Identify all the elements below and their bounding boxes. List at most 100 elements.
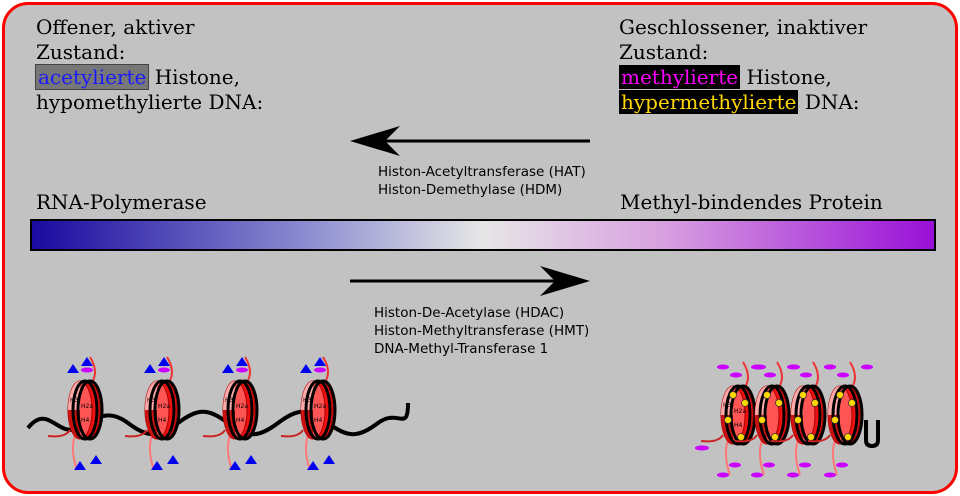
histone-tail: [148, 434, 155, 471]
acetyl-triangle-icon: [229, 461, 241, 470]
methyl-binding-protein-label: Methyl-bindendes Protein: [620, 190, 883, 214]
closed-state-label: Geschlossener, inaktiver Zustand: methyl…: [619, 15, 867, 115]
dna-methyl-dot-icon: [831, 416, 839, 424]
histone-label-h2a: H2a: [236, 403, 248, 410]
dna-methyl-dot-icon: [794, 416, 802, 424]
histone-label-h4: H4: [734, 422, 743, 429]
histone-label-h4: H4: [81, 417, 90, 424]
dna-methyl-dot-icon: [771, 433, 779, 441]
dna-wrap: [226, 379, 254, 441]
histone-tail: [770, 434, 794, 443]
dna-methyl-dot-icon: [836, 391, 844, 399]
dna-wrap: [148, 379, 176, 441]
activation-enzymes: Histon-Acetyltransferase (HAT) Histon-De…: [378, 163, 586, 199]
acetyl-triangle-icon: [74, 461, 86, 470]
histone-text: Histone,: [740, 65, 832, 89]
dna-wrap: [76, 379, 104, 441]
repression-enzymes: Histon-De-Acetylase (HDAC) Histon-Methyl…: [374, 304, 589, 358]
acetyl-triangle-icon: [81, 357, 93, 366]
histone-label-h3: H3: [147, 397, 156, 404]
acetyl-triangle-icon: [236, 357, 248, 366]
histone-tail: [71, 434, 78, 471]
acetyl-triangle-icon: [158, 357, 170, 366]
acetylated-highlight: acetylierte: [34, 64, 150, 90]
methyl-mark-icon: [717, 364, 729, 370]
dna-wrap: [831, 384, 859, 446]
dna-methyl-dot-icon: [775, 399, 783, 407]
dna-wrap: [153, 379, 181, 441]
histone-label-h4: H4: [158, 417, 167, 424]
dna-methyl-dot-icon: [848, 399, 856, 407]
dna-wrap: [758, 384, 786, 446]
dna-methyl-dot-icon: [763, 391, 771, 399]
acetyl-triangle-icon: [151, 461, 163, 470]
methyl-mark-icon: [158, 367, 170, 373]
methyl-mark-icon: [729, 462, 741, 468]
histone-text: Histone,: [148, 65, 240, 89]
dna-methyl-dot-icon: [807, 433, 815, 441]
dna-wrap: [724, 384, 752, 446]
acetyl-triangle-icon: [90, 455, 102, 464]
dna-wrap: [836, 384, 864, 446]
methyl-mark-icon: [717, 472, 729, 478]
acetyl-triangle-icon: [307, 461, 319, 470]
gradient-bar: [30, 219, 936, 251]
acetyl-triangle-icon: [167, 455, 179, 464]
arrow-right-icon: [350, 266, 590, 296]
histone-label-h3: H3: [303, 397, 312, 404]
dna-wrap: [763, 384, 791, 446]
dna-wrap: [309, 379, 337, 441]
histone-label-h2a: H2a: [81, 403, 93, 410]
methyl-mark-icon: [751, 472, 763, 478]
histone-label-h3: H3: [723, 402, 732, 409]
histone-tail: [202, 429, 226, 438]
rna-polymerase-label: RNA-Polymerase: [36, 190, 207, 214]
dna-text: DNA:: [798, 90, 860, 114]
histone-tail: [304, 434, 311, 471]
enzyme-hmt: Histon-Methyltransferase (HMT): [374, 323, 590, 339]
dna-methyl-dot-icon: [724, 416, 732, 424]
methyl-mark-icon: [836, 462, 848, 468]
dna-wrap: [304, 379, 332, 441]
histone-tail: [47, 429, 71, 438]
histone-label-h2a: H2a: [314, 403, 326, 410]
acetyl-triangle-icon: [144, 364, 156, 373]
histone-label-h2a: H2a: [158, 403, 170, 410]
histone-label-h2a: H2a: [734, 408, 746, 415]
acetyl-triangle-icon: [323, 455, 335, 464]
hypomethylated-dna-text: hypomethylierte DNA:: [36, 90, 264, 114]
closed-state-subtitle: Zustand:: [619, 40, 709, 64]
histone-tail: [280, 429, 304, 438]
acetyl-triangle-icon: [245, 455, 257, 464]
histone-tail: [807, 434, 831, 443]
histone-tail: [734, 434, 758, 443]
acetyl-triangle-icon: [222, 364, 234, 373]
methyl-mark-icon: [837, 372, 849, 378]
enzyme-hdac: Histon-De-Acetylase (HDAC): [374, 305, 565, 321]
enzyme-dnmt1: DNA-Methyl-Transferase 1: [374, 341, 549, 357]
histone-tail: [758, 439, 765, 476]
dna-strand: [864, 420, 880, 449]
dna-methyl-dot-icon: [758, 416, 766, 424]
methyl-mark-icon: [81, 367, 93, 373]
histone-tail: [226, 434, 233, 471]
histone-tail: [700, 434, 724, 443]
histone-label-h3: H3: [70, 397, 79, 404]
dna-methyl-dot-icon: [811, 399, 819, 407]
histone-label-h4: H4: [236, 417, 245, 424]
arrow-left-icon: [350, 126, 590, 156]
dna-wrap: [794, 384, 822, 446]
histone-tail: [831, 439, 838, 476]
dna-methyl-dot-icon: [741, 399, 749, 407]
enzyme-hdm: Histon-Demethylase (HDM): [378, 182, 563, 198]
open-state-subtitle: Zustand:: [36, 40, 126, 64]
open-state-label: Offener, aktiver Zustand: acetylierte Hi…: [34, 15, 264, 115]
methyl-mark-icon: [763, 462, 775, 468]
histone-label-h3: H3: [225, 397, 234, 404]
methyl-mark-icon: [695, 445, 709, 451]
dna-wrap: [799, 384, 827, 446]
dna-methyl-dot-icon: [844, 433, 852, 441]
methyl-mark-icon: [787, 364, 799, 370]
